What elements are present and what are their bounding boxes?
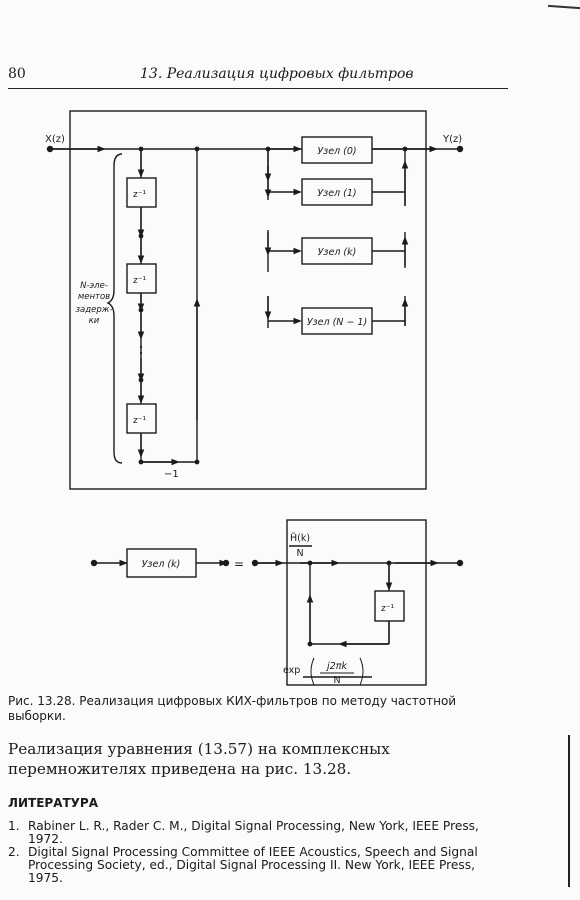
gain-numerator: H̃(k): [290, 532, 310, 544]
node-label-k: Узел (k): [318, 247, 357, 258]
node-label-n-1: Узел (N − 1): [307, 317, 367, 328]
node-k-box: [301, 237, 373, 265]
header-rule: [8, 88, 508, 89]
node-k-standalone-label: Узел (k): [142, 559, 181, 570]
references-title: ЛИТЕРАТУРА: [8, 796, 98, 810]
delay-label-1: z⁻¹: [133, 190, 146, 200]
reference-number: 1.: [8, 819, 20, 833]
output-label: Y(z): [442, 134, 462, 145]
body-paragraph: Реализация уравнения (13.57) на комплекс…: [8, 740, 390, 778]
delay-box-1: [126, 177, 157, 208]
figure-caption: Рис. 13.28. Реализация цифровых КИХ-филь…: [8, 694, 457, 723]
reference-item: 2. Digital Signal Processing Committee of…: [8, 846, 512, 885]
input-label: X(z): [45, 134, 65, 145]
page-edge-mark: [547, 4, 580, 10]
filter-block-diagram: X(z) Y(z) z⁻¹ z⁻¹ z⁻¹ z⁻¹ Узел (0) Узел …: [45, 110, 464, 686]
delay-label-2: z⁻¹: [133, 276, 146, 286]
brace-label-line-4: ки: [89, 316, 100, 326]
delay-label-3: z⁻¹: [133, 416, 146, 426]
diagram-frame: [69, 110, 427, 490]
reference-text: Rabiner L. R., Rader C. M., Digital Sign…: [28, 819, 479, 846]
exp-prefix: exp: [283, 665, 300, 676]
feedback-gain-label: −1: [164, 469, 179, 480]
brace-label-line-3: задерж-: [76, 305, 113, 315]
feedback-delay-box: [374, 590, 405, 622]
reference-text: Digital Signal Processing Committee of I…: [28, 845, 478, 885]
node-1-box: [301, 178, 373, 206]
brace-label-line-2: ментов: [78, 292, 110, 302]
page-number: 80: [8, 66, 26, 82]
node-k-standalone-box: [126, 548, 197, 578]
reference-number: 2.: [8, 845, 20, 859]
node-n-1-box: [301, 307, 373, 335]
margin-mark: [568, 735, 570, 887]
equals-sign: =: [234, 557, 244, 571]
delay-box-3: [126, 403, 157, 434]
node-label-0: Узел (0): [317, 146, 356, 157]
output-node: [456, 145, 464, 153]
brace-label-line-1: N-эле-: [80, 281, 108, 291]
input-node: [46, 145, 54, 153]
delay-brace: [106, 153, 123, 464]
node-label-1: Узел (1): [317, 188, 356, 199]
delay-box-2: [126, 263, 157, 294]
reference-item: 1. Rabiner L. R., Rader C. M., Digital Si…: [8, 820, 512, 846]
gain-denominator: N: [296, 548, 303, 559]
exp-numerator: j2πk: [325, 661, 347, 672]
feedback-delay-label: z⁻¹: [381, 604, 394, 614]
exp-denominator: N: [333, 675, 340, 686]
node-0-box: [301, 136, 373, 164]
node-expansion-frame: [286, 519, 427, 686]
running-head: 13. Реализация цифровых фильтров: [140, 66, 414, 82]
